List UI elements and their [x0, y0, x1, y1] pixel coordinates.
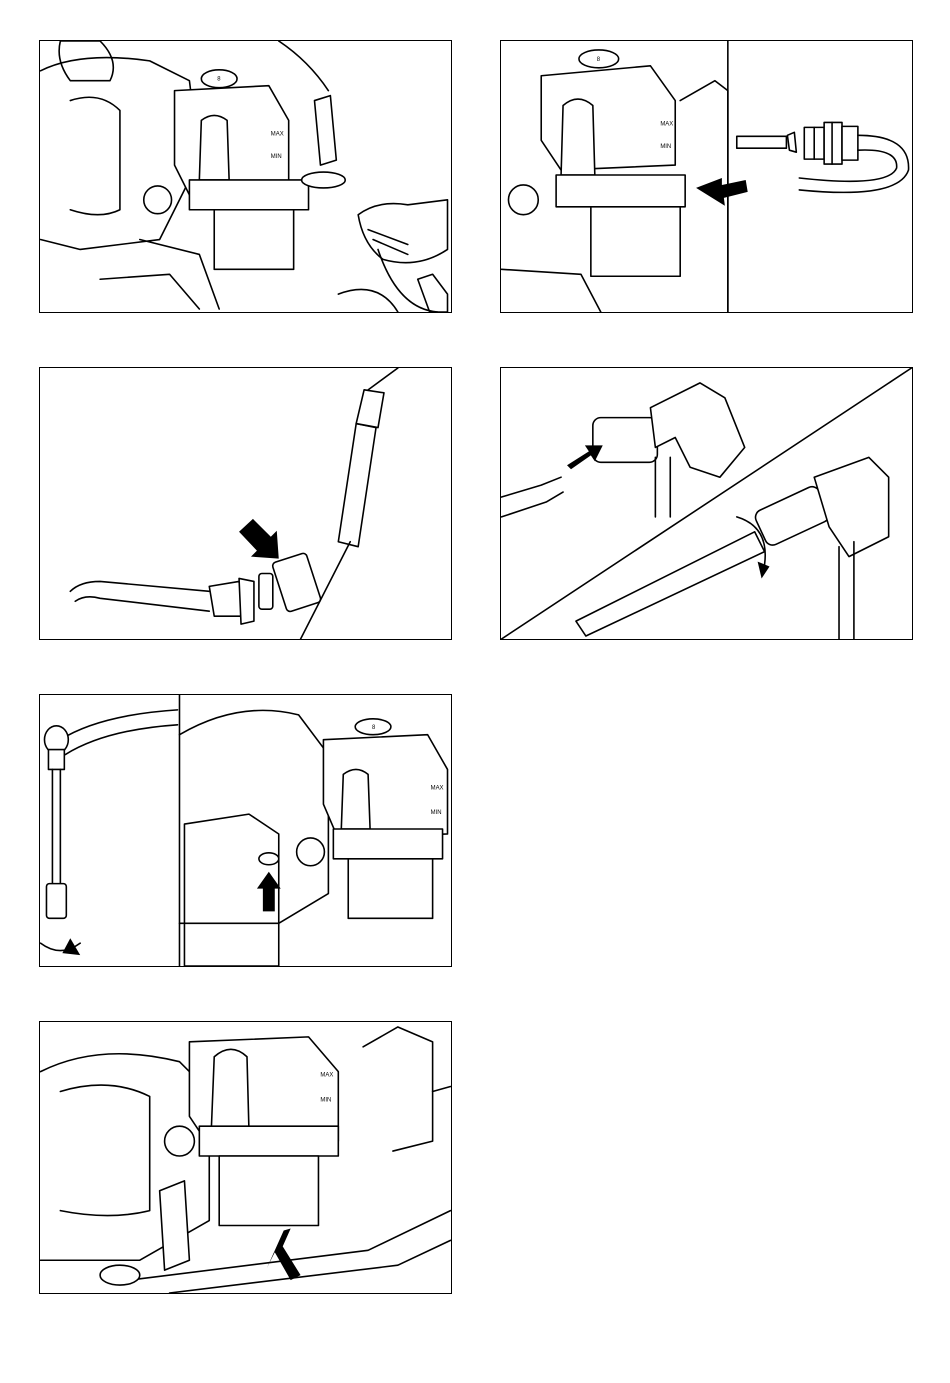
illustration-hose-lance [40, 368, 451, 639]
rotate-arrow-icon [62, 938, 80, 955]
max-label: MAX [660, 121, 673, 127]
arrow-icon [267, 1228, 301, 1280]
rotate-arrow-icon [758, 562, 770, 579]
illustration-pump-coupling: 8 MAX MIN [501, 41, 912, 312]
arrow-icon [257, 872, 281, 912]
illustration-gun-connections [501, 368, 912, 639]
min-label: MIN [431, 810, 442, 816]
max-label: MAX [431, 785, 444, 791]
illustration-pump-outlet: MAX MIN [40, 1022, 451, 1293]
max-label: MAX [320, 1073, 333, 1079]
max-label: MAX [271, 131, 284, 137]
figure-hose-pump: 8 MAX MIN [39, 694, 452, 967]
arrow-icon [696, 178, 748, 206]
figure-gun-connections [500, 367, 913, 640]
min-label: MIN [320, 1097, 331, 1103]
arrow-icon [239, 519, 279, 559]
illustration-pump-wrench: MAX MIN 8 [40, 41, 451, 312]
figure-pump-outlet: MAX MIN [39, 1021, 452, 1294]
figure-hose-lance [39, 367, 452, 640]
figure-pump-coupling: 8 MAX MIN [500, 40, 913, 313]
illustration-hose-pump: 8 MAX MIN [40, 695, 451, 966]
min-label: MIN [660, 144, 671, 150]
min-label: MIN [271, 154, 282, 160]
figure-pump-wrench: MAX MIN 8 [39, 40, 452, 313]
